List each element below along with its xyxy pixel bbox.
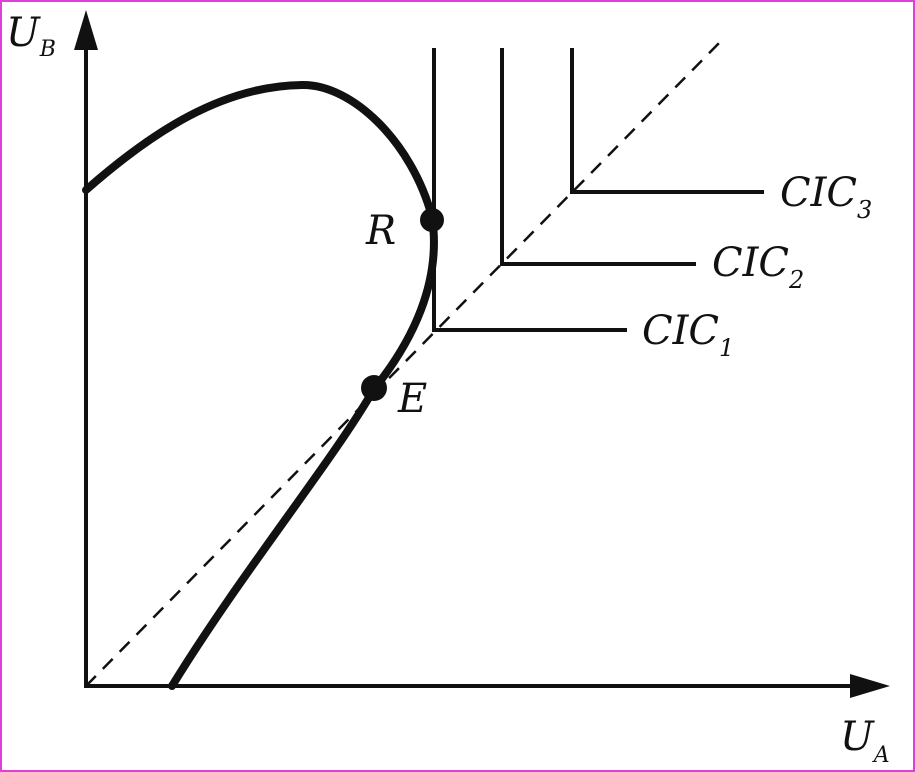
cic-3-curve [570,48,764,194]
point-e-label: E [397,376,427,422]
point-r-marker [420,208,444,232]
point-r-label: R [365,208,396,254]
cic-3-label: CIC3 [780,170,872,224]
x-axis-arrow [850,674,890,698]
cic-2-label: CIC2 [712,240,804,294]
cic-1-label: CIC1 [642,308,734,362]
x-axis-label: UA [840,714,890,768]
cic-2-curve [500,48,696,266]
equality-dashed-line [85,37,725,687]
y-axis-arrow [74,10,98,50]
point-e-marker [361,375,387,401]
y-axis-label: UB [6,10,56,62]
cic-1-curve [432,48,627,332]
